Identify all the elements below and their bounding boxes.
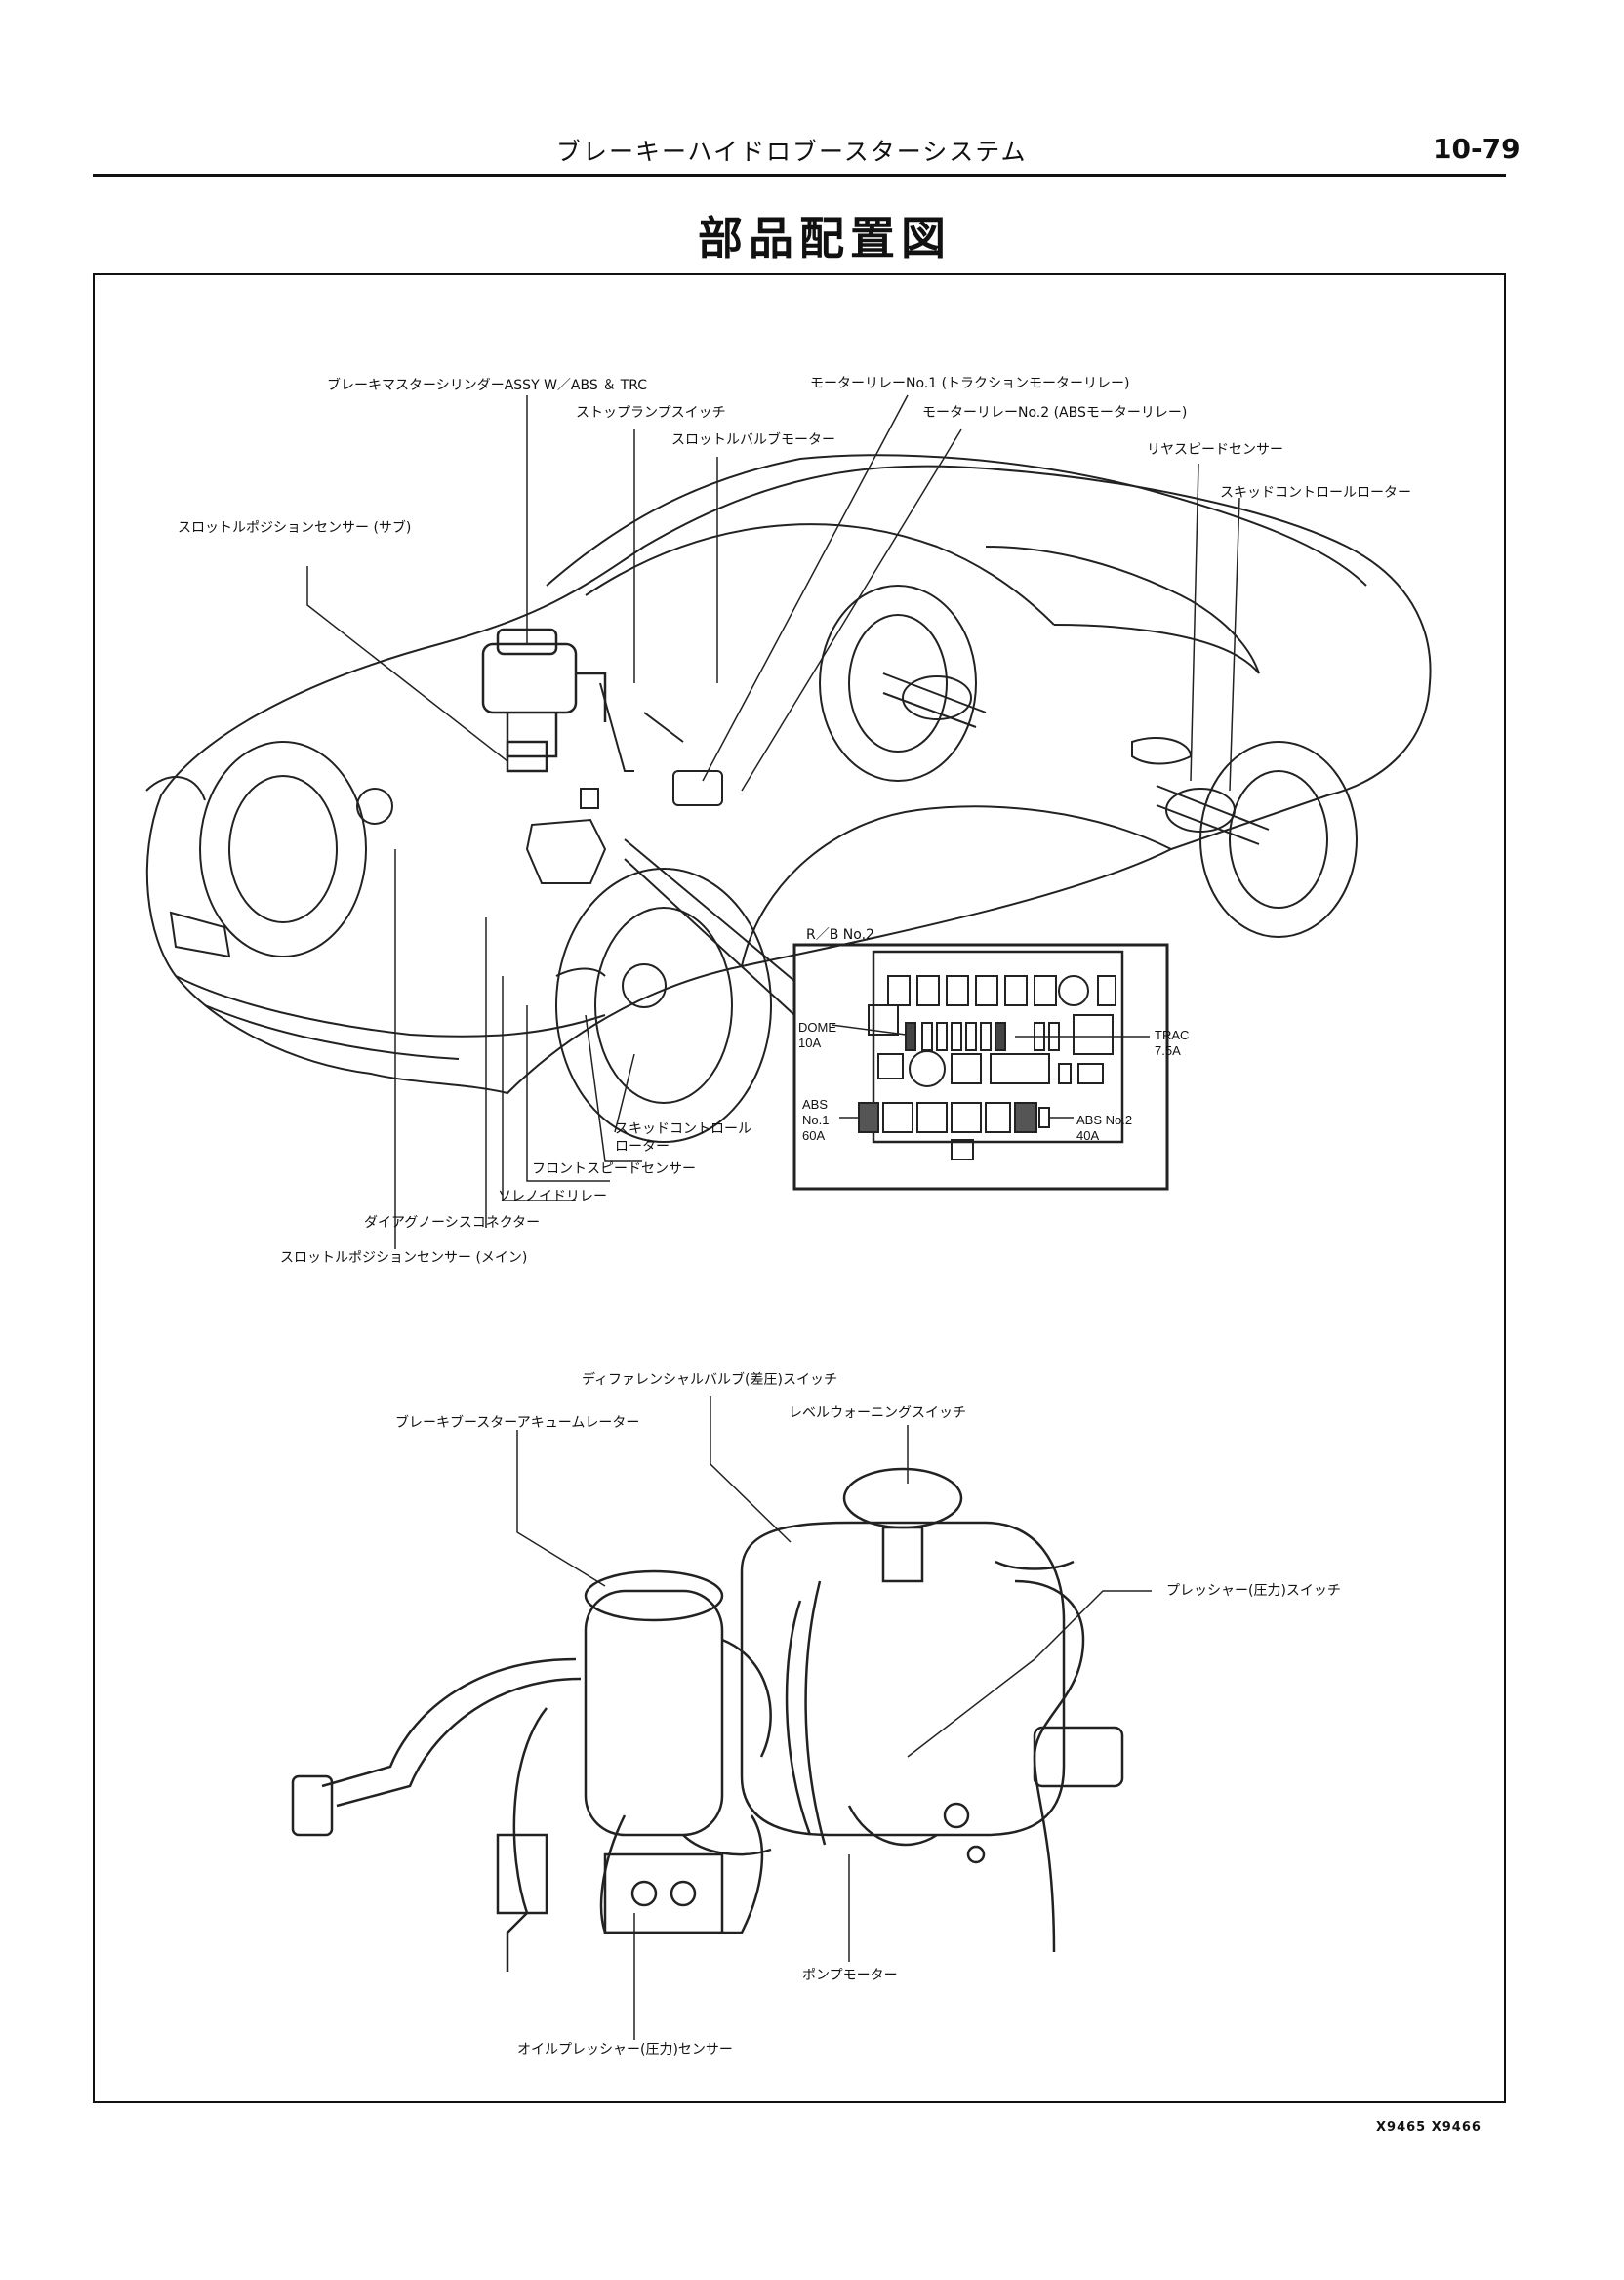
label-solenoid-relay: ソレノイドリレー [498,1189,607,1204]
upper-leader-lines [306,394,1240,1249]
label-throttle-valve-motor: スロットルバルブモーター [671,432,835,448]
fuse-abs1-name: ABS [802,1097,829,1112]
fuse-abs2-amp: 40A [1076,1128,1100,1143]
abs-actuator [525,818,607,884]
front-rotor-left [356,788,393,825]
lower-leader-lines [516,1396,1152,2040]
label-motor-relay-2: モーターリレーNo.2 (ABSモーターリレー) [922,405,1188,421]
diagram-frame [93,273,1506,2103]
label-pump-motor: ポンプモーター [802,1968,898,1983]
fuse-abs2-name: ABS No.2 [1076,1113,1133,1127]
label-skid-control-rotor-rear: スキッドコントロールローター [1220,485,1411,501]
label-oil-pressure-sensor: オイルプレッシャー(圧力)センサー [517,2042,733,2057]
page-header-title: ブレーキーハイドロブースターシステム [556,138,1028,166]
fuse-dome-amp: 10A [798,1036,822,1050]
label-pressure-switch: プレッシャー(圧力)スイッチ [1166,1583,1341,1599]
hydro-booster-illustration [291,1467,1124,1972]
fuse-abs1-number: No.1 [802,1113,830,1127]
fuse-trac-name: TRAC [1155,1028,1190,1042]
label-differential-valve-switch: ディファレンシャルバルブ(差圧)スイッチ [582,1372,837,1388]
motor-relay-block [672,770,723,806]
section-title: 部品配置図 [698,212,952,265]
label-accumulator: ブレーキブースターアキュームレーター [395,1415,640,1431]
label-stop-lamp-switch: ストップランプスイッチ [576,405,726,421]
label-throttle-position-sensor-main: スロットルポジションセンサー (メイン) [280,1250,528,1266]
label-skid-control-rotor-front-2: ローター [615,1139,670,1155]
fuse-trac-amp: 7.5A [1155,1043,1181,1058]
page-number: 10-79 [1433,133,1521,165]
label-front-speed-sensor: フロントスピードセンサー [532,1161,696,1177]
label-motor-relay-1: モーターリレーNo.1 (トラクションモーターリレー) [810,376,1130,391]
label-rb-no2: R／B No.2 [806,927,874,943]
figure-code: X9465 X9466 [1376,2120,1482,2135]
rear-shaft-2 [1156,785,1270,845]
label-throttle-position-sensor-sub: スロットルポジションセンサー (サブ) [178,520,412,536]
label-rear-speed-sensor: リヤスピードセンサー [1147,442,1283,458]
relay-block-inset [624,838,1169,1191]
fuse-dome-name: DOME [798,1020,836,1035]
small-relay [580,788,599,809]
fuse-abs1-amp: 60A [802,1128,826,1143]
label-master-cylinder: ブレーキマスターシリンダーASSY W／ABS ＆ TRC [327,378,647,393]
car-illustration [145,454,1432,1143]
label-diagnosis-connector: ダイアグノーシスコネクター [364,1215,541,1231]
front-rotor-right [622,963,667,1008]
header-rule [93,174,1506,177]
master-cylinder-assembly [481,628,607,773]
label-skid-control-rotor-front-1: スキッドコントロール [615,1121,751,1137]
label-level-warning-switch: レベルウォーニングスイッチ [789,1405,966,1421]
